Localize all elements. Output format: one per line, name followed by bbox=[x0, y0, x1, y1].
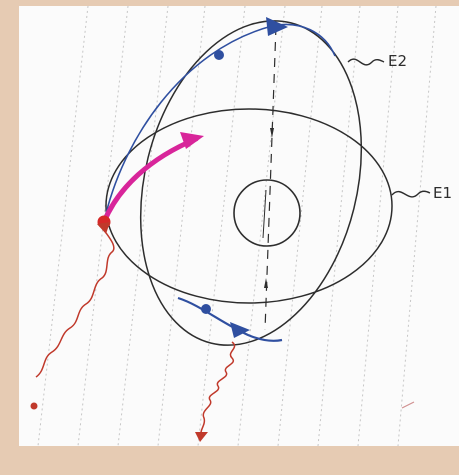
label-e2-leader bbox=[347, 58, 385, 66]
stray-mark bbox=[401, 401, 415, 409]
magenta-path bbox=[101, 136, 199, 225]
orbit-e2 bbox=[139, 20, 363, 346]
central-body-mark bbox=[262, 189, 267, 239]
axis-arrow-up bbox=[270, 128, 274, 138]
magenta-arrow bbox=[180, 132, 204, 149]
wavy-emission-left-arrow bbox=[97, 222, 110, 234]
label-e1: E1 bbox=[433, 184, 452, 202]
blue-arrow-lower bbox=[230, 322, 250, 338]
wavy-emission-left bbox=[35, 229, 115, 378]
axis-arrow-down bbox=[264, 278, 268, 288]
wavy-emission-bottom bbox=[200, 341, 236, 435]
blue-transfer-arc-upper bbox=[103, 23, 336, 223]
paper-sheet bbox=[19, 6, 459, 446]
blue-arrow-top bbox=[266, 17, 288, 36]
wavy-emission-bottom-arrow bbox=[195, 432, 208, 442]
central-body bbox=[233, 179, 301, 247]
blue-dot-lower bbox=[201, 304, 211, 314]
blue-dot-upper bbox=[214, 50, 224, 60]
emission-source-dot bbox=[30, 402, 38, 410]
label-e1-leader bbox=[391, 190, 431, 198]
blue-transfer-arc-lower bbox=[177, 296, 283, 342]
label-e2: E2 bbox=[388, 52, 407, 70]
orbit-e1 bbox=[105, 108, 393, 304]
orbit-e2-axis bbox=[264, 25, 277, 331]
